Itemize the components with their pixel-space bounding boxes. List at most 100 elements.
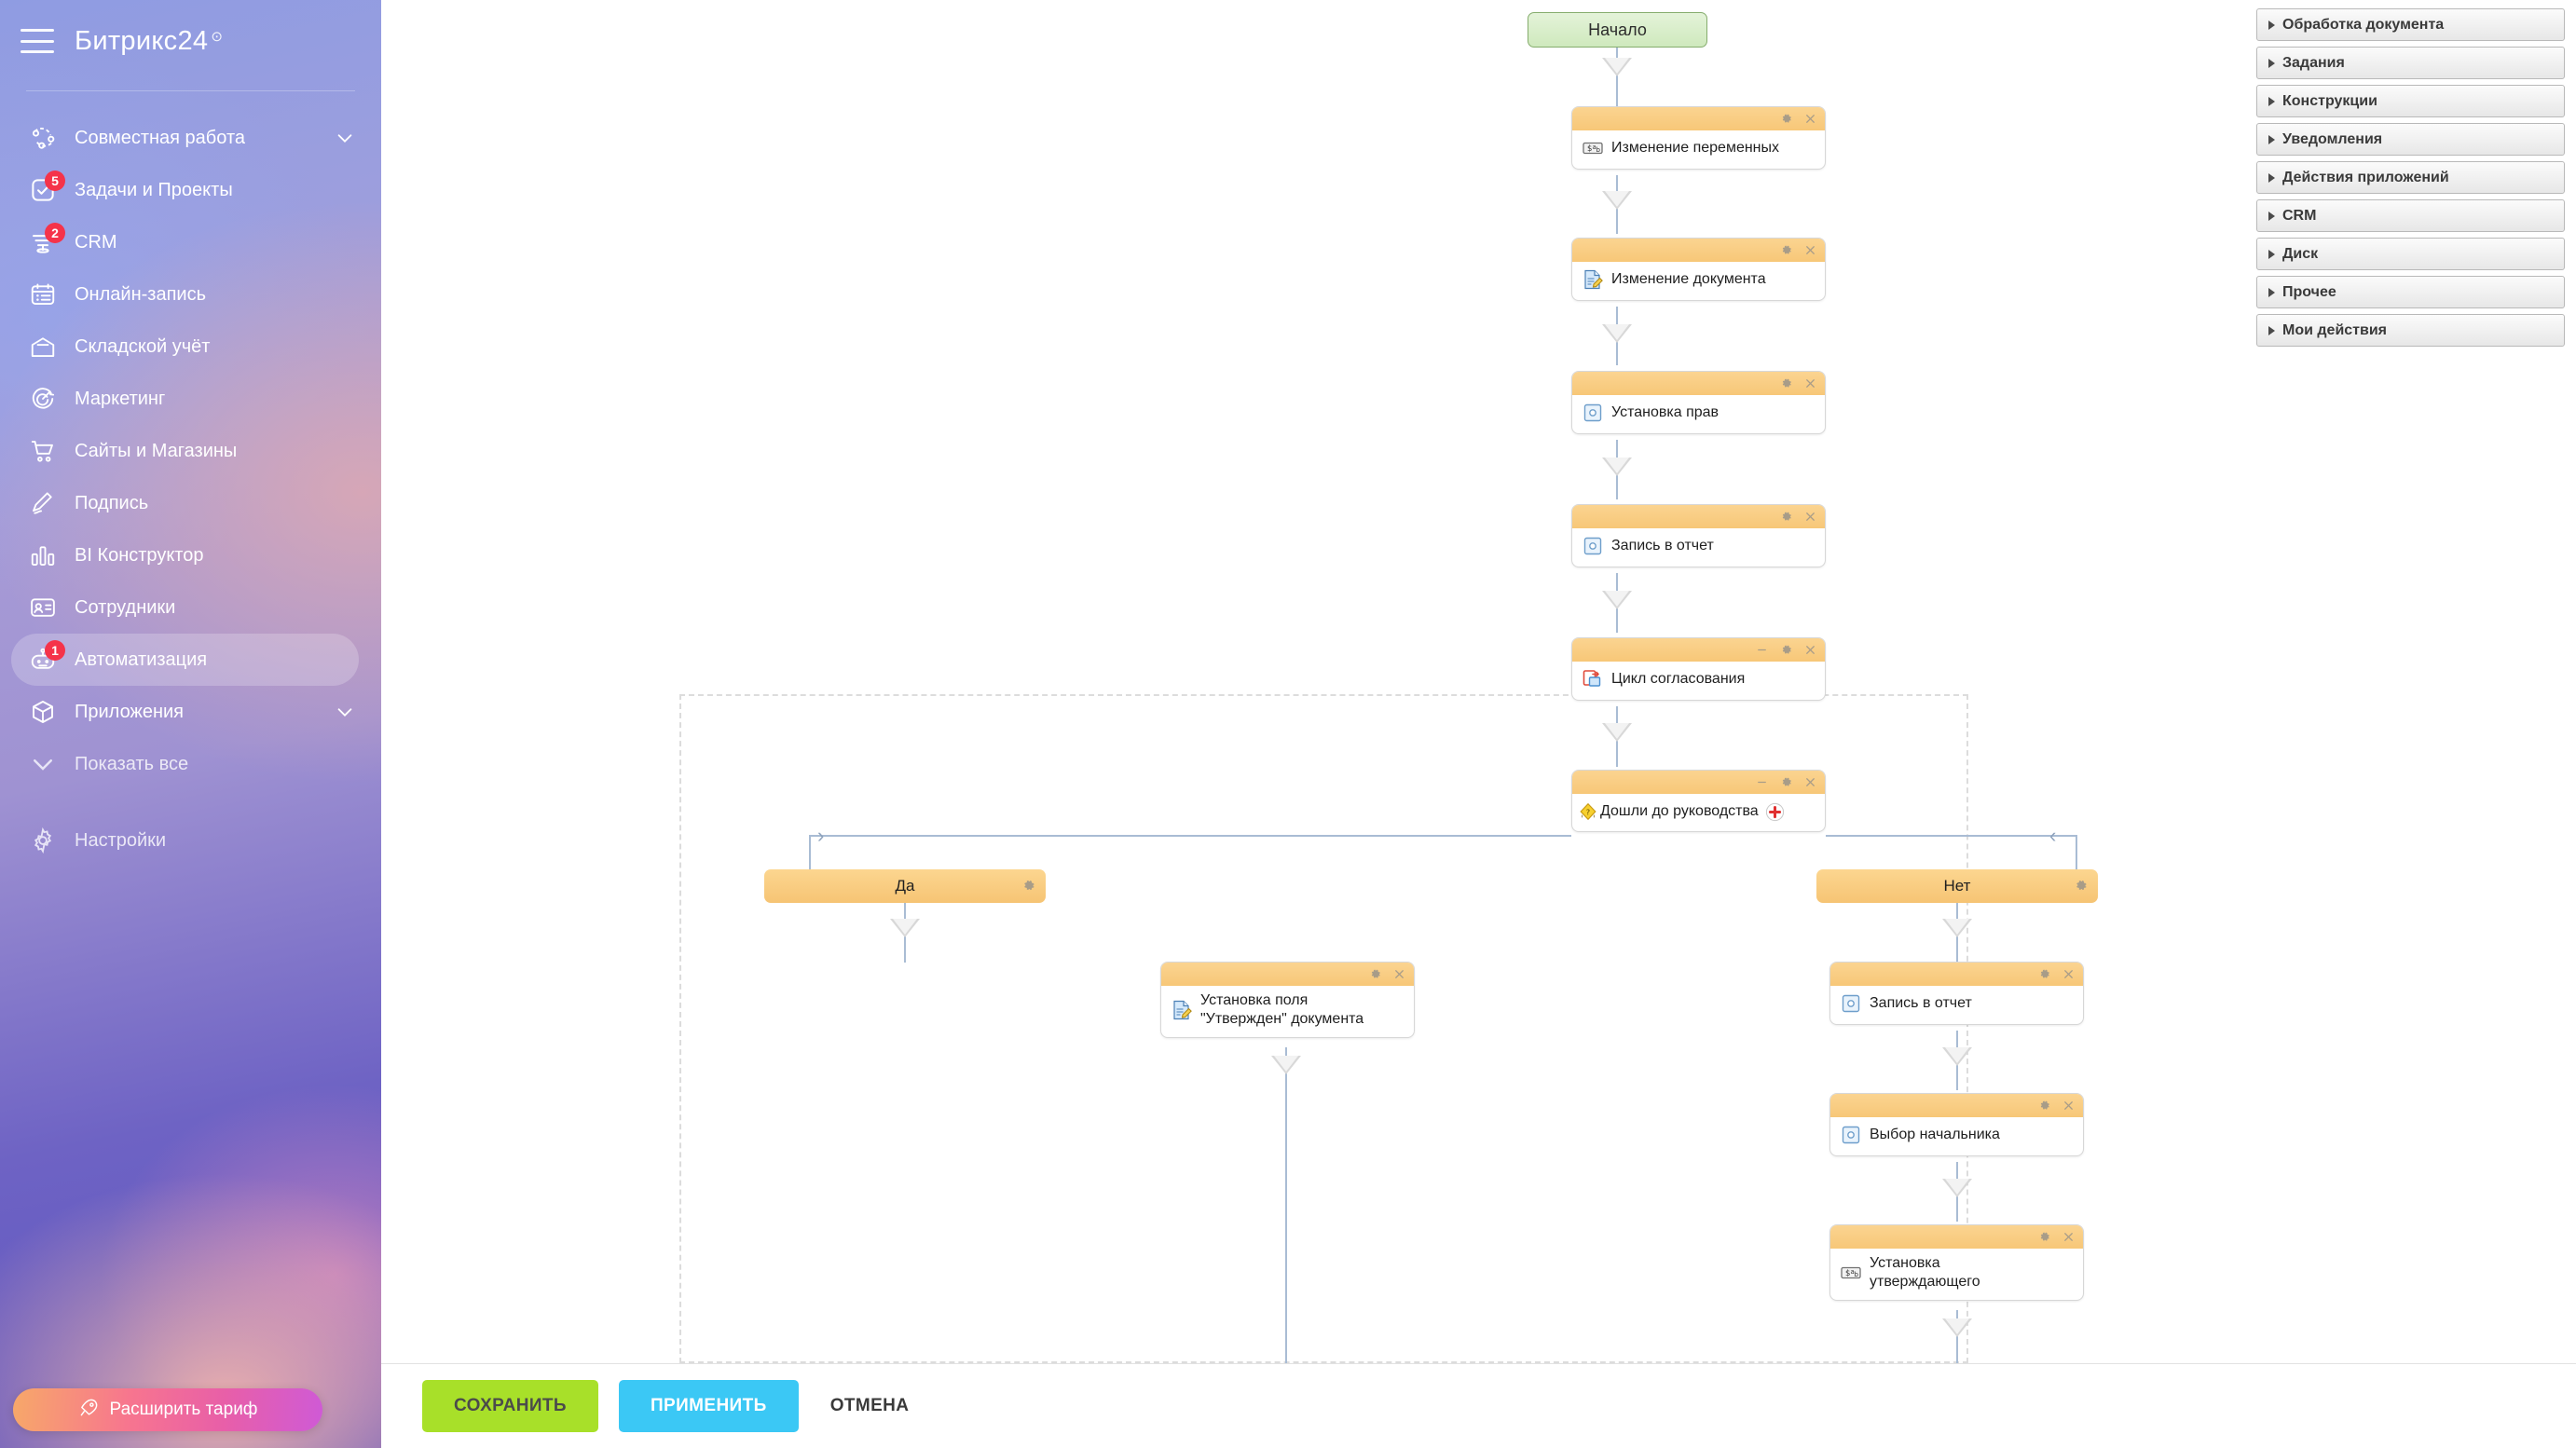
brand-text: Битрикс24	[75, 25, 209, 56]
loop-icon	[1581, 667, 1605, 691]
gear-icon[interactable]	[1021, 878, 1036, 894]
sidebar-item-collaboration[interactable]: Совместная работа	[11, 112, 359, 164]
sidebar-item-employees[interactable]: Сотрудники	[11, 581, 359, 634]
palette-group-my-actions[interactable]: Мои действия	[2256, 314, 2565, 347]
hamburger-menu-icon[interactable]	[21, 29, 54, 53]
palette-group-label: Задания	[2282, 54, 2345, 71]
palette-group-document-processing[interactable]: Обработка документа	[2256, 8, 2565, 41]
gear-icon[interactable]	[2073, 878, 2089, 894]
node-title: Установка поля "Утвержден" документа	[1200, 992, 1364, 1027]
palette-group-constructs[interactable]: Конструкции	[2256, 85, 2565, 117]
sidebar-item-bi-builder[interactable]: BI Конструктор	[11, 529, 359, 581]
workflow-node-set-field[interactable]: Установка поля "Утвержден" документа	[1160, 962, 1415, 1038]
sidebar-item-label: BI Конструктор	[75, 544, 204, 566]
sidebar-item-apps[interactable]: Приложения	[11, 686, 359, 738]
sidebar-item-show-all[interactable]: Показать все	[11, 738, 359, 790]
gear-icon[interactable]	[2036, 967, 2051, 982]
close-icon[interactable]	[2061, 967, 2076, 982]
node-header	[1830, 1225, 2083, 1249]
workflow-node-edit-document[interactable]: Изменение документа	[1571, 238, 1826, 301]
sidebar-item-signature[interactable]: Подпись	[11, 477, 359, 529]
report-icon	[1839, 1123, 1863, 1147]
start-node-label: Начало	[1588, 20, 1647, 39]
node-title: Цикл согласования	[1611, 671, 1746, 687]
branch-expand-left-icon[interactable]: ›	[817, 824, 825, 847]
report-icon	[1839, 991, 1863, 1016]
upgrade-plan-button[interactable]: Расширить тариф	[13, 1388, 322, 1431]
close-icon[interactable]	[1802, 643, 1817, 658]
workflow-node-report-2[interactable]: Запись в отчет	[1829, 962, 2084, 1025]
sidebar-divider	[26, 90, 355, 91]
palette-group-tasks[interactable]: Задания	[2256, 47, 2565, 79]
node-title: Запись в отчет	[1870, 995, 1972, 1011]
branch-expand-right-icon[interactable]: ‹	[2049, 824, 2057, 847]
palette-group-disk[interactable]: Диск	[2256, 238, 2565, 270]
palette-group-app-actions[interactable]: Действия приложений	[2256, 161, 2565, 194]
branch-bar-yes[interactable]: Да	[764, 869, 1046, 903]
sidebar-item-warehouse[interactable]: Складской учёт	[11, 321, 359, 373]
minimize-icon[interactable]	[1754, 775, 1769, 790]
sidebar-item-sites-shops[interactable]: Сайты и Магазины	[11, 425, 359, 477]
close-icon[interactable]	[1802, 376, 1817, 391]
close-icon[interactable]	[1802, 243, 1817, 258]
workflow-node-condition[interactable]: ? Дошли до руководства	[1571, 770, 1826, 832]
chevron-down-icon	[335, 702, 355, 722]
workflow-node-approval-loop[interactable]: Цикл согласования	[1571, 637, 1826, 701]
minimize-icon[interactable]	[1754, 643, 1769, 658]
gear-icon[interactable]	[1778, 243, 1793, 258]
workflow-node-report-1[interactable]: Запись в отчет	[1571, 504, 1826, 567]
apply-button[interactable]: ПРИМЕНИТЬ	[618, 1380, 799, 1432]
sidebar-item-online-booking[interactable]: Онлайн-запись	[11, 268, 359, 321]
gear-icon[interactable]	[2036, 1099, 2051, 1113]
svg-text:?: ?	[1586, 807, 1590, 816]
workflow-start-node[interactable]: Начало	[1528, 12, 1707, 48]
employees-icon	[26, 592, 60, 623]
close-icon[interactable]	[1802, 775, 1817, 790]
close-icon[interactable]	[2061, 1099, 2076, 1113]
cancel-button[interactable]: ОТМЕНА	[829, 1396, 910, 1415]
gear-icon[interactable]	[1778, 376, 1793, 391]
svg-text:$: $	[1845, 1269, 1850, 1278]
sidebar-item-tasks[interactable]: 5 Задачи и Проекты	[11, 164, 359, 216]
branch-label: Да	[895, 877, 915, 895]
palette-group-crm[interactable]: CRM	[2256, 199, 2565, 232]
gear-icon[interactable]	[1778, 510, 1793, 525]
gear-icon[interactable]	[1778, 112, 1793, 127]
sidebar-item-settings[interactable]: Настройки	[11, 814, 359, 867]
workflow-node-select-chief[interactable]: Выбор начальника	[1829, 1093, 2084, 1156]
gear-icon[interactable]	[2036, 1230, 2051, 1245]
palette-group-notifications[interactable]: Уведомления	[2256, 123, 2565, 156]
node-header	[1830, 1094, 2083, 1117]
gear-icon	[26, 825, 60, 856]
sidebar-item-marketing[interactable]: Маркетинг	[11, 373, 359, 425]
close-icon[interactable]	[1802, 112, 1817, 127]
triangle-right-icon	[2268, 172, 2275, 183]
connector-arrow-icon	[1942, 919, 1972, 937]
palette-group-other[interactable]: Прочее	[2256, 276, 2565, 308]
gear-icon[interactable]	[1778, 643, 1793, 658]
node-title: Запись в отчет	[1611, 538, 1714, 553]
svg-text:a: a	[1593, 143, 1596, 151]
sidebar-item-label: Показать все	[75, 753, 189, 774]
triangle-right-icon	[2268, 134, 2275, 144]
sidebar-item-automation[interactable]: 1 Автоматизация	[11, 634, 359, 686]
branch-bar-no[interactable]: Нет	[1816, 869, 2098, 903]
sidebar-item-crm[interactable]: 2 CRM	[11, 216, 359, 268]
workflow-node-permissions[interactable]: Установка прав	[1571, 371, 1826, 434]
save-button[interactable]: СОХРАНИТЬ	[422, 1380, 598, 1432]
connector-arrow-icon	[1602, 458, 1632, 476]
close-icon[interactable]	[2061, 1230, 2076, 1245]
brand-logo[interactable]: Битрикс24 ⊙	[75, 26, 223, 57]
close-icon[interactable]	[1391, 967, 1406, 982]
add-branch-icon[interactable]	[1765, 802, 1785, 822]
gear-icon[interactable]	[1778, 775, 1793, 790]
sidebar-item-label: Онлайн-запись	[75, 283, 206, 305]
sites-shops-icon	[26, 435, 60, 467]
gear-icon[interactable]	[1367, 967, 1382, 982]
close-icon[interactable]	[1802, 510, 1817, 525]
connector-line	[1826, 835, 2077, 837]
